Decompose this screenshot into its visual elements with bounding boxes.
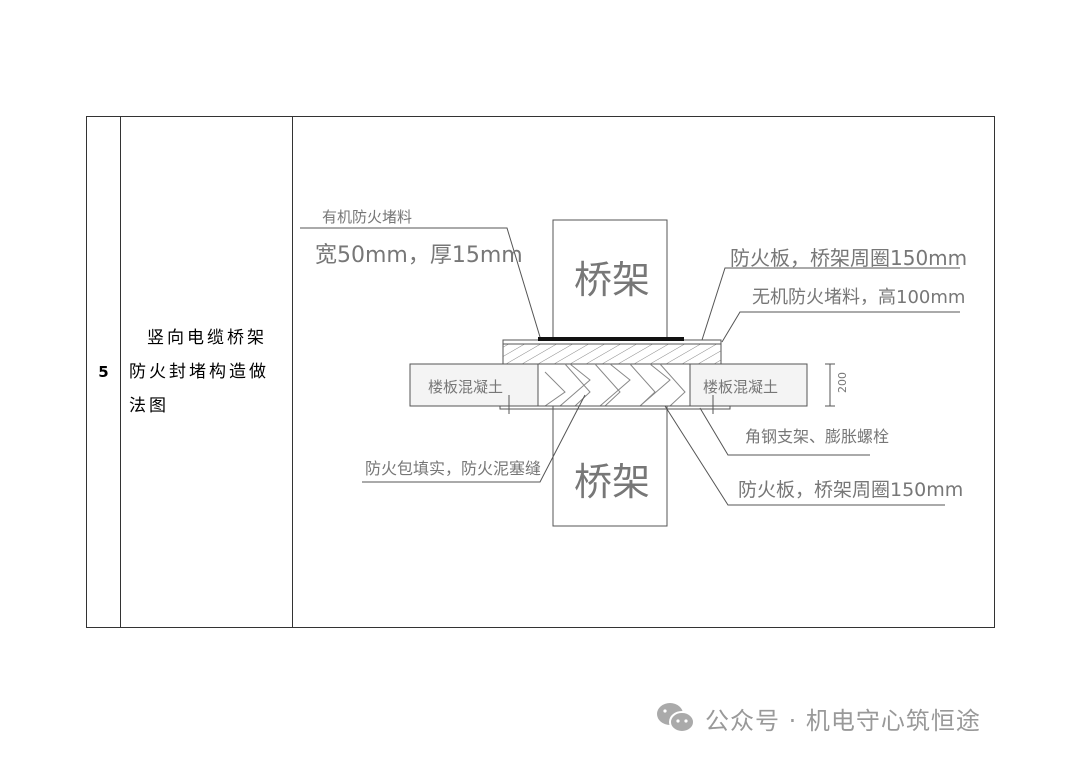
- watermark-text: 公众号 · 机电守心筑恒途: [705, 706, 981, 735]
- wechat-icon: [657, 703, 695, 733]
- label-bracket: 角钢支架、膨胀螺栓: [745, 427, 889, 446]
- slab-right: [689, 363, 808, 407]
- lower-tray-label: 桥架: [574, 460, 650, 504]
- inorganic-sealant: [502, 343, 722, 365]
- label-board-top: 防火板，桥架周圈150mm: [730, 246, 967, 270]
- label-fill: 防火包填实，防火泥塞缝: [365, 459, 541, 478]
- label-inorganic: 无机防火堵料，高100mm: [752, 287, 965, 308]
- slab-right-label: 楼板混凝土: [703, 378, 778, 396]
- fire-board-bottom: [499, 405, 731, 410]
- dimension-label: 200: [836, 372, 849, 393]
- upper-tray-label: 桥架: [574, 258, 650, 302]
- label-board-bottom: 防火板，桥架周圈150mm: [738, 479, 963, 501]
- label-organic: 有机防火堵料: [322, 208, 412, 226]
- row-title: 竖向电缆桥架防火封堵构造做法图: [129, 328, 269, 416]
- label-organic-size: 宽50mm，厚15mm: [315, 243, 523, 268]
- organic-sealant-bar: [538, 337, 684, 341]
- figure-cell: [292, 116, 995, 628]
- slab-left-label: 楼板混凝土: [428, 378, 503, 396]
- watermark: 公众号 · 机电守心筑恒途: [655, 700, 981, 736]
